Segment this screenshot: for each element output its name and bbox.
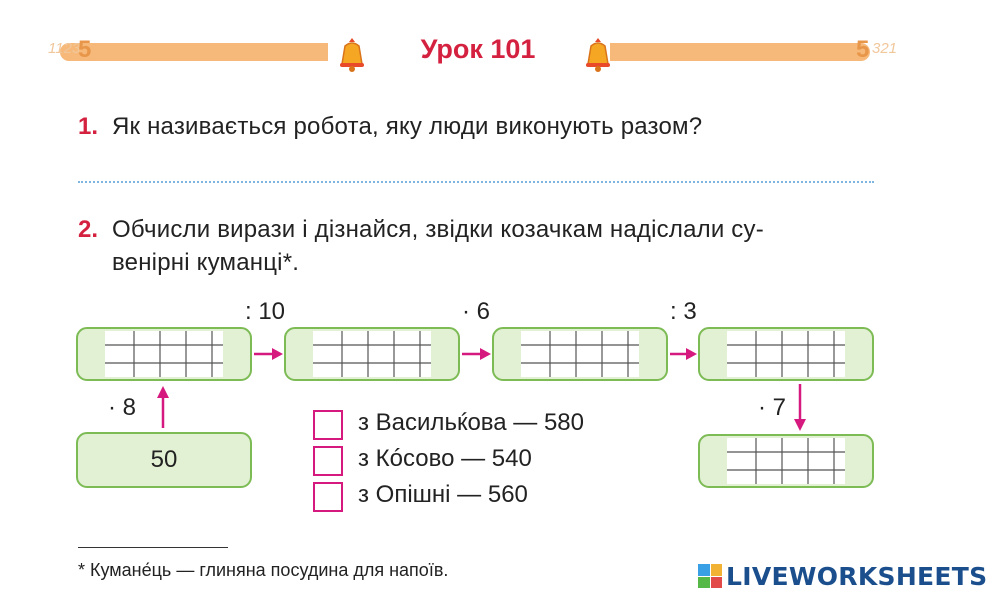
operation-label: · 6 [462,298,491,325]
task-2-number: 2. [78,216,99,243]
answer-line[interactable] [78,181,874,183]
option-checkbox[interactable] [313,482,343,512]
task-2-text-line1: Обчисли вирази і дізнайся, звідки козачк… [112,216,764,243]
operation-label: · 7 [758,394,787,421]
digit-grid[interactable] [727,438,845,484]
brand-text: LIVEWORKSHEETS [726,561,988,591]
option-label: з Опішні — 560 [358,481,528,508]
digit-grid[interactable] [727,331,845,377]
task-1-number: 1. [78,113,99,140]
bell-icon [340,38,364,72]
corner-number-left-small: 1123 [48,40,81,57]
operation-label: : 3 [670,298,697,325]
answer-box[interactable] [492,327,668,381]
task-2-text-line2: венірні куманці*. [112,249,300,276]
header-band-right [610,43,870,61]
lesson-title: Урок 101 [420,34,536,64]
option-label: з Васильќова — 580 [358,409,584,436]
start-value-box: 50 [76,432,252,488]
footnote: * Кумане́ць — глиняна посудина для напої… [78,560,449,580]
corner-number-right: 5 [856,36,870,63]
digit-grid[interactable] [313,331,431,377]
corner-number-right-small: 321 [872,40,898,57]
corner-number-left: 5 [78,36,92,63]
task-1-text: Як називається робота, яку люди виконуют… [112,113,703,140]
option-checkbox[interactable] [313,410,343,440]
digit-grid[interactable] [105,331,223,377]
operation-label: : 10 [245,298,286,325]
footnote-divider [78,547,228,548]
operation-label: · 8 [108,394,137,421]
answer-box-final[interactable] [698,434,874,488]
answer-box[interactable] [698,327,874,381]
answer-box[interactable] [284,327,460,381]
header-band-left [60,43,328,61]
brand-watermark: LIVEWORKSHEETS [698,561,987,591]
option-checkbox[interactable] [313,446,343,476]
option-label: з Кóсово — 540 [358,445,532,472]
liveworksheets-logo-icon [698,564,722,588]
bell-icon [586,38,610,72]
digit-grid[interactable] [521,331,639,377]
answer-box[interactable] [76,327,252,381]
